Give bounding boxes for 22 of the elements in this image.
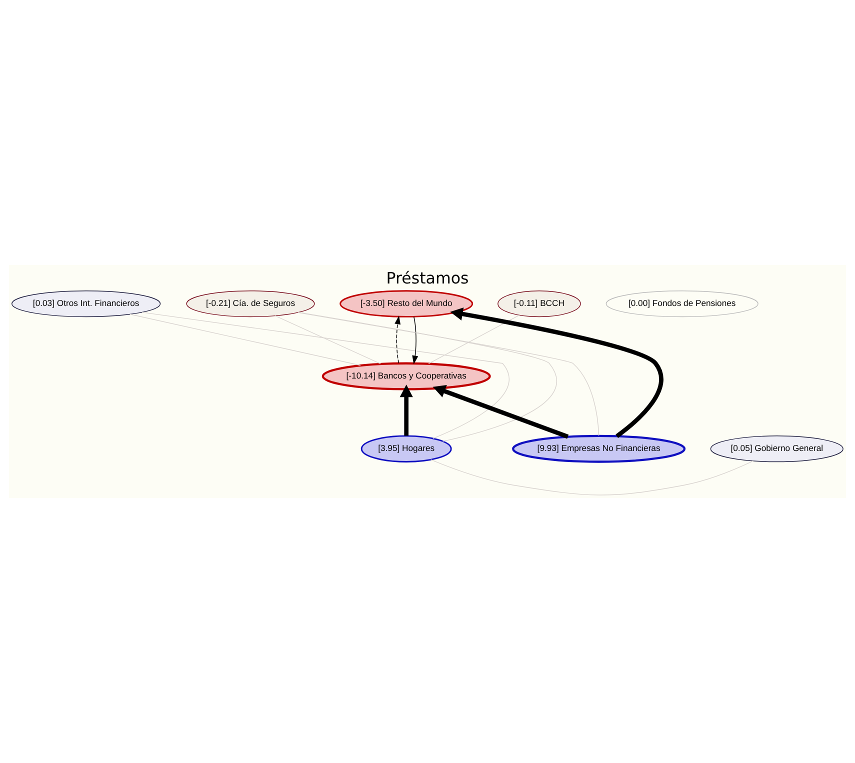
diagram-title: Préstamos [386, 268, 469, 288]
connector [274, 315, 381, 364]
node-ellipse: [3.95] Hogares [360, 435, 452, 462]
connector [298, 312, 600, 436]
node-ellipse: [0.00] Fondos de Pensiones [606, 290, 758, 318]
connector [130, 314, 361, 366]
arrow [432, 384, 569, 439]
arrow [450, 308, 664, 438]
node-ellipse: [0.05] Gobierno General [710, 436, 844, 462]
node-ellipse: [-3.50] Resto del Mundo [340, 290, 474, 318]
connector [142, 312, 510, 439]
node-ellipse: [-10.14] Bancos y Cooperativas [322, 362, 491, 390]
node-ellipse: [9.93] Empresas No Financieras [512, 434, 686, 463]
arrow [400, 384, 413, 436]
connector [430, 459, 754, 496]
arrow [412, 316, 418, 364]
node-ellipse: [0.03] Otros Int. Financieros [12, 290, 161, 318]
node-ellipse: [-0.21] Cía. de Seguros [186, 290, 315, 318]
node-ellipse: [-0.11] BCCH [498, 290, 581, 318]
connector [298, 312, 557, 442]
connector [428, 314, 520, 364]
arrow [394, 316, 401, 364]
